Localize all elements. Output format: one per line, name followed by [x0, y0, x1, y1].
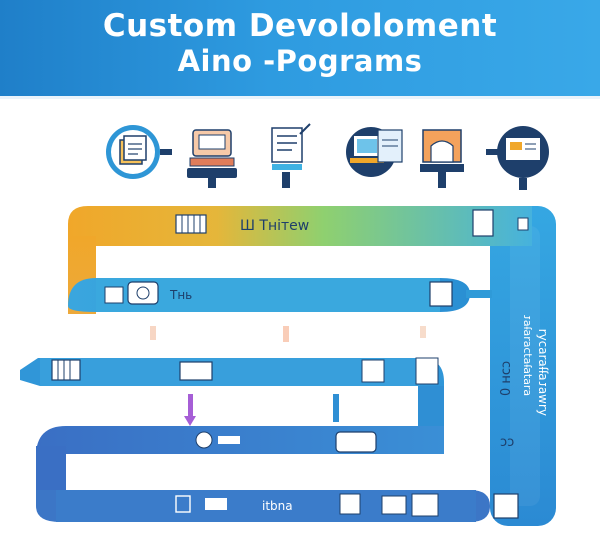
document-stack-icon	[106, 125, 172, 179]
band-2-label: Tнь	[169, 288, 192, 302]
decor-drip	[420, 326, 426, 338]
band-5-icons	[175, 493, 519, 519]
workstation-icon	[187, 129, 237, 188]
band-1-label: Ш Тнітеw	[240, 218, 309, 234]
connector-purple	[188, 394, 193, 418]
pipe-band-4	[36, 426, 444, 490]
vertical-label-a: ʎɹʍɐɾɐɟɟɐɹɐɔʎɹ	[535, 329, 549, 416]
top-icon-row	[106, 123, 549, 190]
header-banner: Custom Devololoment Aino -Pograms	[0, 0, 600, 99]
checklist-icon	[271, 123, 311, 188]
side-label-c: 0 нсɔ	[499, 361, 514, 396]
title-line-1: Custom Devololoment	[102, 8, 498, 44]
building-icon	[420, 129, 464, 188]
decor-drip	[150, 326, 156, 340]
monitor-icon	[486, 126, 549, 190]
band-2-icons	[104, 281, 453, 307]
pipe-right-vertical	[490, 206, 556, 526]
band-4-icons	[195, 431, 382, 462]
connector-blue	[333, 394, 339, 422]
pipeline-diagram: Ш Тнітеw Tнь itbna ʎɹʍɐɾɐɟɟɐɹɐɔʎɹ ɐɹɐʇɐɟ…	[20, 123, 556, 526]
title-line-2: Aino -Pograms	[177, 44, 423, 78]
decor-drip	[283, 326, 289, 342]
pipe-band-1	[68, 206, 532, 276]
laptop-icon	[346, 127, 403, 177]
side-label-d: ɔɔ	[500, 435, 514, 450]
band-3-icons	[51, 357, 439, 385]
vertical-label-b: ɐɹɐʇɐɟɐʇɔɐɹɐɟɐɾ	[520, 314, 533, 396]
band-1-icons	[175, 209, 529, 237]
band-5-label: itbna	[262, 499, 293, 513]
